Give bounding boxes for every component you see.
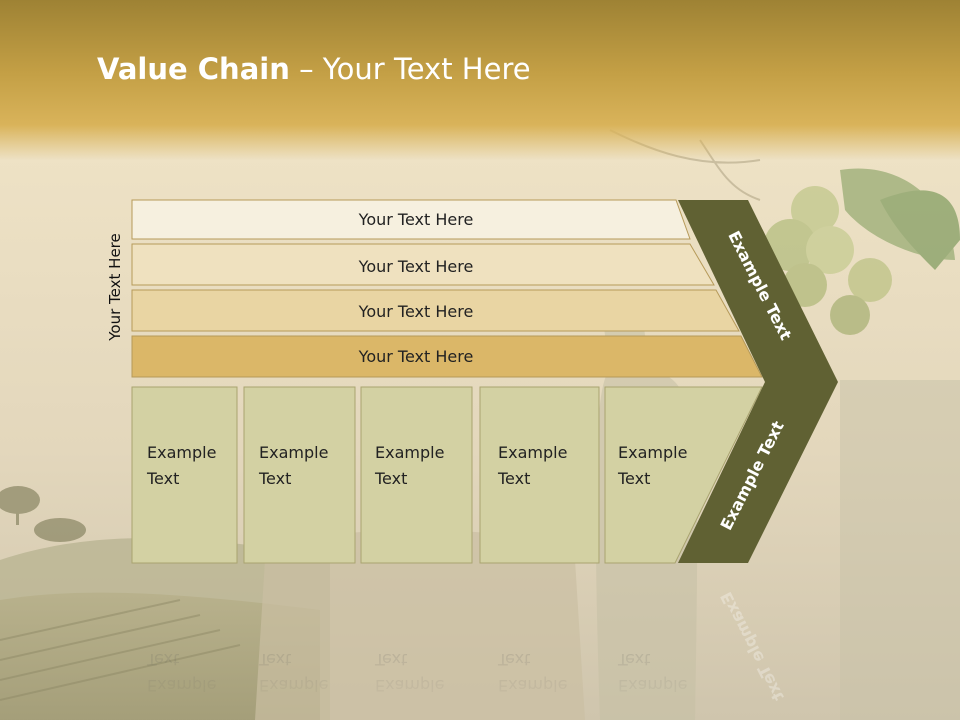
bar-2-label: Your Text Here (358, 257, 474, 276)
bar-4-label: Your Text Here (358, 347, 474, 366)
reflection-box-4-line2: Text (497, 650, 530, 669)
title-band (0, 0, 960, 160)
reflection-box-4 (479, 412, 600, 564)
reflection-box-1-line1b: Example (147, 676, 216, 695)
reflection-box-2-line2: Text (258, 650, 291, 669)
bar-4-shape (131, 335, 763, 378)
reflection-box-2 (243, 412, 356, 564)
bar-1-label: Your Text Here (358, 210, 474, 229)
reflection-arrow-bottom-label: Example Text (716, 589, 787, 705)
bar-1-shape (131, 199, 691, 240)
reflection-box-5-line2: Text (617, 650, 650, 669)
title-bold: Value Chain (97, 52, 290, 86)
bar-3: Your Text Here (131, 289, 740, 332)
reflection-box-4-line1: Example (498, 676, 567, 695)
reflection-box-3-line2: Text (374, 650, 407, 669)
bar-4: Your Text Here (131, 335, 763, 378)
reflection: Example Text Example Text Example Text E… (131, 412, 820, 695)
reflection-chevron (678, 413, 820, 563)
title-rest: – Your Text Here (289, 52, 531, 86)
bar-2: Your Text Here (131, 243, 715, 286)
reflection-box-5-line1: Example (618, 676, 687, 695)
slide-title: Value Chain – Your Text Here (97, 52, 531, 86)
reflection-arrow-label: Example Text (716, 589, 787, 705)
reflection-box-1 (131, 412, 238, 564)
reflection-box-2-line1: Example (259, 676, 328, 695)
bar-1: Your Text Here (131, 199, 691, 240)
bar-3-shape (131, 289, 740, 332)
reflection-box-1-line2: Text (146, 650, 179, 669)
reflection-box-3 (360, 412, 473, 564)
bar-2-shape (131, 243, 715, 286)
bar-3-label: Your Text Here (358, 302, 474, 321)
reflection-box-3-line1: Example (375, 676, 444, 695)
